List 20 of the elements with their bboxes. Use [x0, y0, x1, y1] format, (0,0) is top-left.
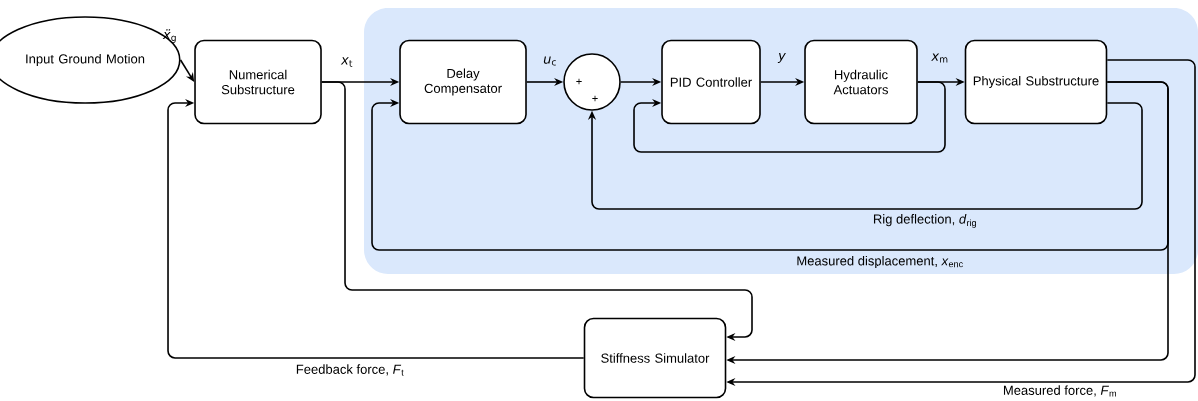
process-box: Delay Compensator: [399, 39, 527, 125]
arrow: [167, 98, 585, 359]
process-box: Hydraulic Actuators: [804, 39, 918, 125]
process-box: Numerical Substructure: [194, 39, 322, 125]
edge-label: x$_{m}$: [931, 53, 948, 63]
arrow: [633, 81, 946, 153]
arrow: [587, 102, 1143, 210]
edge-label: Measured displacement, x$_{enc}$: [797, 255, 963, 269]
edge-label: y: [777, 53, 786, 63]
edge-label: ẍ$_{g}$: [162, 29, 176, 43]
process-box: PID Controller: [661, 39, 761, 125]
arrow: [321, 81, 753, 342]
process-box: Physical Substructure: [964, 39, 1108, 125]
edge-label: u$_{c}$: [543, 56, 556, 66]
edge-label: x$_{t}$: [340, 57, 353, 67]
process-box: Stiffness Simulator: [583, 317, 727, 399]
edge-label: Feedback force, F$_{t}$: [296, 364, 404, 376]
edge-label: Measured force, F$_{m}$: [1004, 385, 1116, 397]
edge-label: Rig deflection, d$_{rig}$: [874, 214, 976, 228]
summing-junction: + +: [563, 53, 621, 111]
